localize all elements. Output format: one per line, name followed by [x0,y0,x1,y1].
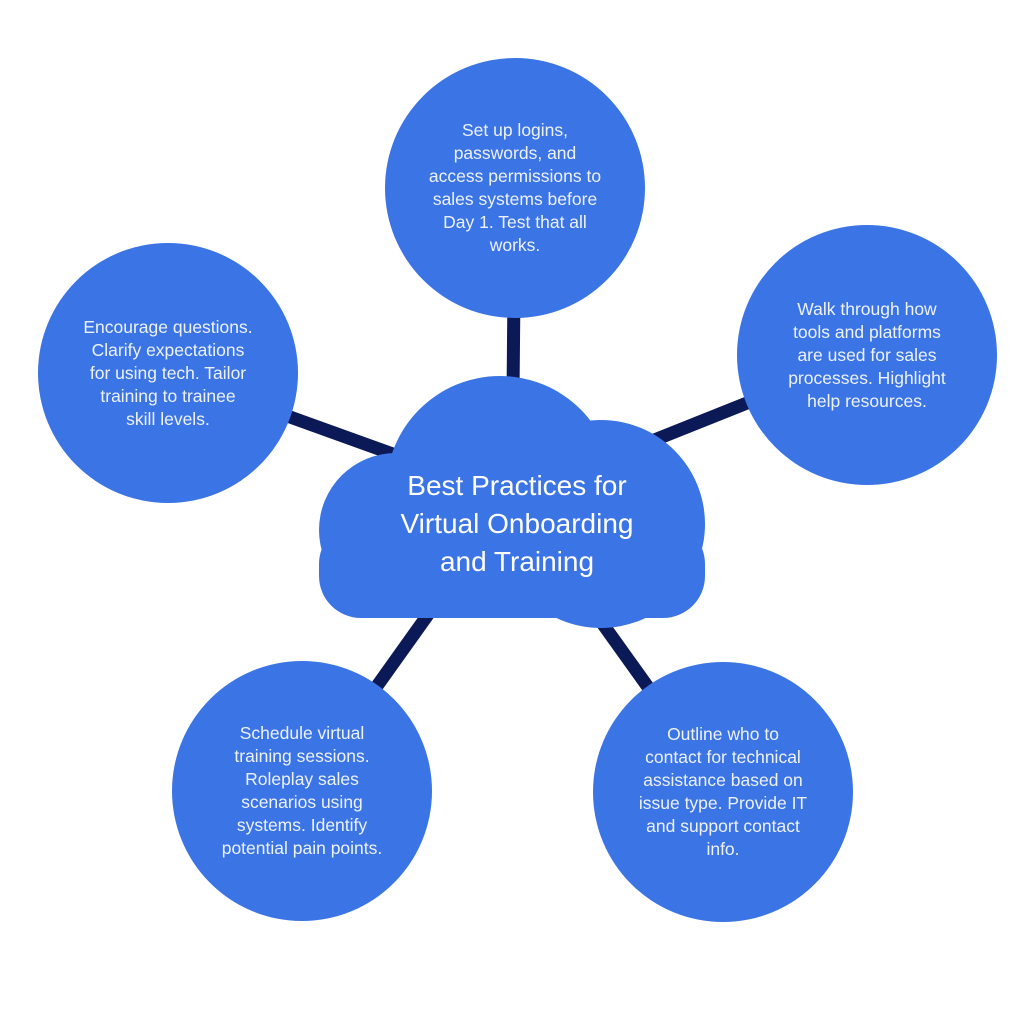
node-circle-right [737,225,997,485]
node-circle-top [385,58,645,318]
node-circle-left [38,243,298,503]
node-circles [38,58,997,922]
node-circle-bottom-right [593,662,853,922]
center-cloud-shape [319,376,705,628]
node-circle-bottom-left [172,661,432,921]
cloud-base [319,522,705,618]
